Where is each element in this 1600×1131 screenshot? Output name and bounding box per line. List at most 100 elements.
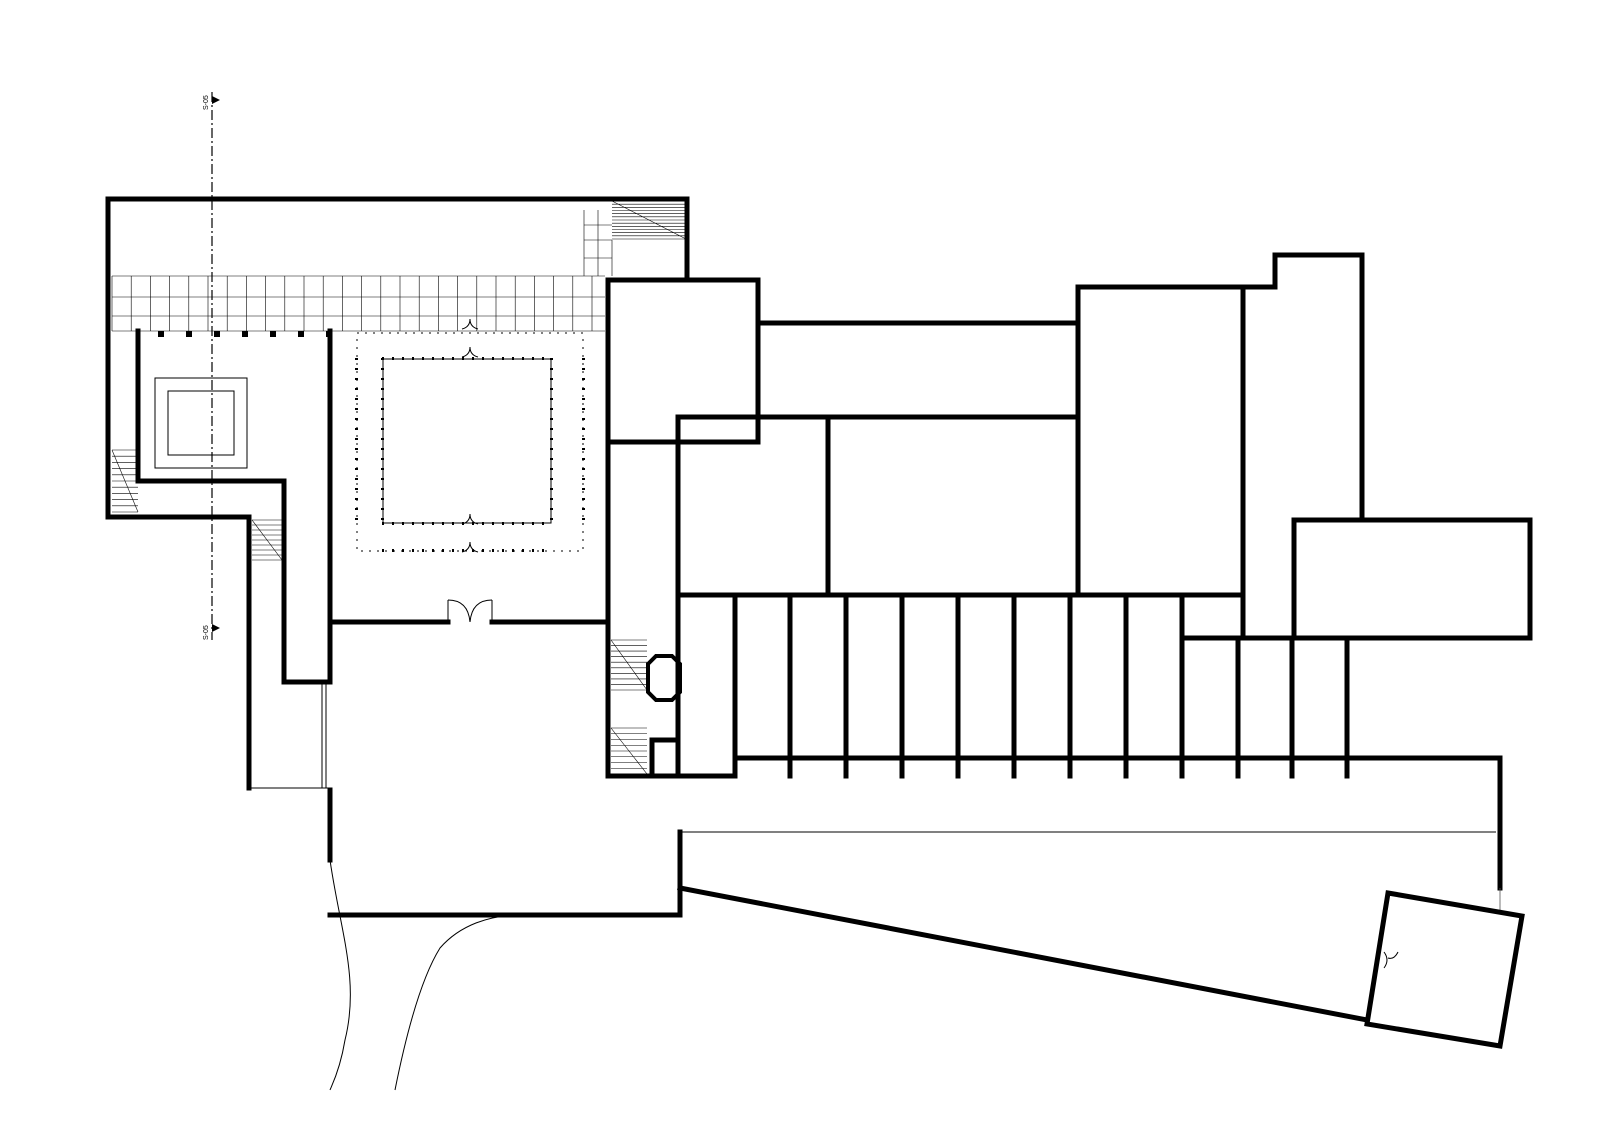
colonnade-post [550, 498, 553, 500]
column [186, 331, 192, 337]
spine-west-wall [605, 439, 738, 779]
spine-stair-wall [649, 737, 681, 779]
colonnade-outer [356, 332, 584, 552]
section-arrow-bottom [212, 624, 220, 632]
colonnade-post [492, 549, 494, 552]
main-entrance-door [447, 599, 493, 623]
colonnade-post [442, 357, 444, 360]
colonnade-post [381, 468, 384, 470]
colonnade-post [402, 357, 404, 360]
colonnade-post [442, 522, 444, 525]
terrace-diagonal-wall [677, 885, 1370, 1023]
column [242, 331, 248, 337]
colonnade-post [381, 378, 384, 380]
colonnade-post [582, 508, 585, 510]
inner-ledge-wall [135, 328, 333, 685]
colonnade-post [550, 418, 553, 420]
stairs-spine [610, 639, 648, 775]
section-label-bottom: S-05 [203, 625, 210, 640]
east-block [675, 252, 1533, 891]
pavilion [1364, 890, 1525, 1049]
colonnade-post [532, 357, 534, 360]
annex-east [1291, 517, 1533, 641]
colonnade-post [472, 522, 474, 525]
colonnade-post [550, 428, 553, 430]
colonnade-post [355, 398, 358, 400]
colonnade-post [512, 549, 514, 552]
column [326, 331, 332, 337]
pavilion-door [1383, 951, 1399, 969]
colonnade-post [522, 522, 524, 525]
colonnade-post [582, 498, 585, 500]
colonnade-post [355, 458, 358, 460]
octagonal-niche [646, 654, 682, 702]
colonnade-post [550, 398, 553, 400]
colonnade-post [550, 468, 553, 470]
colonnade-post [550, 508, 553, 510]
colonnade-post [582, 368, 585, 370]
stair-arrow [610, 639, 648, 691]
colonnade-post [582, 428, 585, 430]
colonnade-post [502, 522, 504, 525]
hall-north [755, 320, 1081, 420]
colonnade-post [512, 357, 514, 360]
colonnade-post [582, 458, 585, 460]
colonnade-post [532, 522, 534, 525]
terrace-west-wall [327, 829, 683, 918]
colonnade-post [392, 549, 394, 552]
colonnade-post [355, 418, 358, 420]
colonnade-post [381, 358, 384, 360]
colonnade-post [550, 358, 553, 360]
colonnade-post [382, 549, 384, 552]
stairs-corridor [251, 519, 283, 561]
colonnade-post [381, 398, 384, 400]
pool-inner [167, 390, 235, 456]
colonnade-post [381, 488, 384, 490]
stair-arrow [111, 449, 139, 513]
section-label-top: S-05 [203, 95, 210, 110]
colonnade-post [582, 488, 585, 490]
colonnade-post [381, 458, 384, 460]
colonnade-post [550, 438, 553, 440]
paving-grid-east [583, 210, 613, 276]
colonnade-post [482, 549, 484, 552]
colonnade-post [412, 522, 414, 525]
colonnade-post [422, 357, 424, 360]
colonnade-post [550, 478, 553, 480]
colonnade-post [355, 428, 358, 430]
stair-arrow [251, 519, 283, 561]
colonnade-post [381, 428, 384, 430]
colonnade-post [452, 357, 454, 360]
colonnade-post [442, 549, 444, 552]
colonnade-post [432, 357, 434, 360]
stairs-north [611, 200, 687, 240]
colonnade-post [582, 398, 585, 400]
stair-arrow [611, 200, 687, 240]
colonnade-post [412, 357, 414, 360]
colonnade-post [550, 448, 553, 450]
colonnade-post [582, 378, 585, 380]
colonnade-post [550, 378, 553, 380]
colonnade-post [582, 358, 585, 360]
colonnade-post [550, 368, 553, 370]
column [214, 331, 220, 337]
colonnade-post [482, 522, 484, 525]
colonnade-post [492, 522, 494, 525]
colonnade-post [550, 518, 553, 520]
colonnade-post [355, 448, 358, 450]
colonnade-post [355, 508, 358, 510]
colonnade-post [381, 518, 384, 520]
colonnade-post [355, 388, 358, 390]
colonnade-post [381, 388, 384, 390]
colonnade-post [392, 357, 394, 360]
colonnade-post [355, 358, 358, 360]
colonnade-post [381, 448, 384, 450]
stair-arrow [610, 727, 648, 775]
colonnade-post [542, 522, 544, 525]
courtyard-inner [382, 358, 552, 524]
colonnade-post [432, 549, 434, 552]
west-block-outer-wall [105, 196, 690, 520]
colonnade-post [355, 378, 358, 380]
colonnade-post [355, 368, 358, 370]
